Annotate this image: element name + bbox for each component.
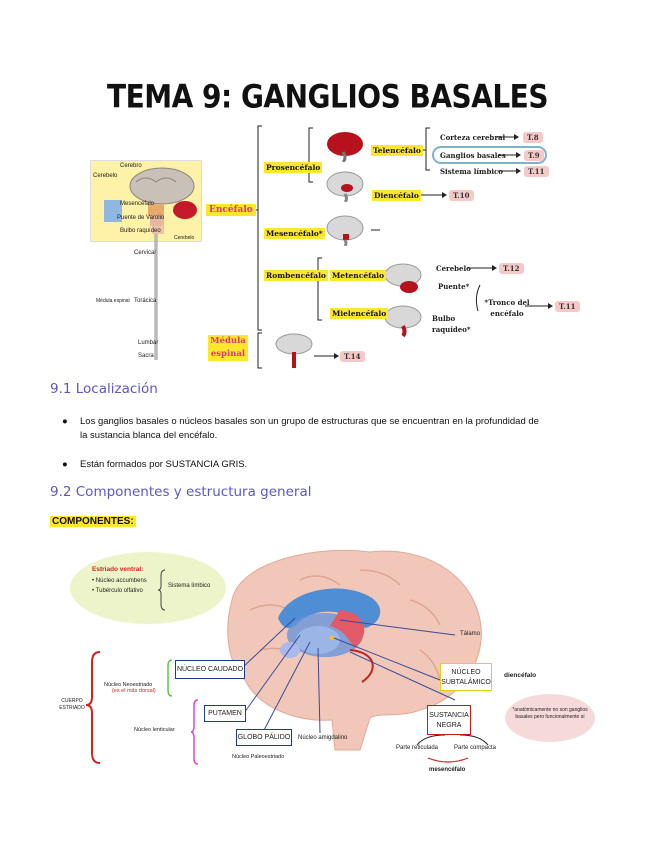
putamen-box: PUTAMEN — [204, 705, 246, 722]
nucleo-caudado-box: NÚCLEO CAUDADO — [175, 660, 245, 679]
bullet-dot: ● — [62, 416, 68, 427]
section-heading-localizacion: 9.1 Localización — [50, 381, 158, 397]
medula-label: Médula espinal — [208, 335, 248, 361]
nucleo-neoestriado-label: Núcleo Neoestriado (es el más dorsal) — [104, 682, 156, 694]
bullet-text-1: Los ganglios basales o núcleos basales s… — [80, 415, 620, 443]
cns-illustration: Cerebro Cerebelo Mesencéfalo Puente de V… — [90, 160, 202, 365]
brain-icon-mielencefalo — [384, 305, 422, 338]
nucleo-neoestriado-sub: (es el más dorsal) — [112, 688, 156, 694]
label-cerebro: Cerebro — [120, 163, 142, 169]
t11-badge-2: T.11 — [555, 301, 580, 312]
label-cerebelo: Cerebelo — [93, 173, 118, 179]
nucleo-subtalamico-box: NÚCLEO SUBTALÁMICO — [440, 663, 492, 691]
t8-badge: T.8 — [523, 132, 543, 143]
estriado-item-2: • Tubérculo olfativo — [92, 588, 143, 594]
label-lumbar: Lumbar — [138, 340, 159, 346]
label-puente: Puente de Varolio — [117, 215, 165, 221]
estriado-item-2-text: Tubérculo olfativo — [95, 588, 143, 594]
label-mesencefalo: Mesencéfalo — [120, 201, 155, 207]
estriado-item-1: • Núcleo accumbens — [92, 578, 147, 584]
label-cerebelo-2: Cerebelo — [174, 235, 195, 241]
nucleo-lenticular-label: Núcleo lenticular — [134, 727, 175, 733]
globo-palido-box: GLOBO PÁLIDO — [236, 729, 292, 746]
bullet-text-2: Están formados por SUSTANCIA GRIS. — [80, 459, 248, 470]
nucleo-amigdalino-label: Núcleo amigdalino — [298, 735, 348, 741]
prosencefalo-label: Prosencéfalo — [264, 162, 323, 173]
encefalo-label: Encéfalo — [206, 204, 256, 216]
brain-icon-medula — [275, 333, 313, 368]
t11-badge: T.11 — [524, 166, 549, 177]
metencefalo-label: Metencéfalo — [330, 270, 387, 281]
label-bulbo: Bulbo raquídeo — [120, 228, 161, 234]
brain-icon-metencefalo — [384, 263, 422, 293]
basal-ganglia-diagram — [70, 549, 595, 765]
talamo-label: Tálamo — [460, 631, 481, 637]
sustancia-negra-box: SUSTANCIA NEGRA — [427, 705, 471, 735]
hierarchy-lines — [250, 125, 553, 369]
brain-icon-diencefalo — [326, 171, 364, 202]
telencefalo-label: Telencéfalo — [371, 145, 423, 156]
label-toracica: Torácica — [134, 298, 157, 304]
t12-badge: T.12 — [499, 263, 524, 274]
diencefalo-label-2: diencéfalo — [504, 672, 537, 679]
label-medula: Médula espinal — [96, 298, 130, 304]
t14-badge: T.14 — [340, 351, 365, 362]
paleoestriado-label: Núcleo Paleoestriado — [232, 754, 285, 760]
nota-label: *anatómicamente no son ganglios basales … — [512, 707, 588, 720]
mesencefalo-label: Mesencéfalo* — [264, 228, 325, 239]
bullet-text-1-line-1: Los ganglios basales o núcleos basales s… — [80, 416, 539, 427]
puente-label: Puente* — [438, 282, 470, 291]
ganglios-label: Ganglios basales — [440, 151, 506, 160]
tronco-label: *Tronco del encéfalo — [484, 298, 530, 318]
t9-badge: T.9 — [524, 150, 544, 161]
bulbo-label: Bulbo raquídeo* — [432, 314, 471, 334]
brain-icon-telencefalo — [327, 132, 363, 162]
page-title: TEMA 9: GANGLIOS BASALES — [107, 77, 548, 116]
bullet-dot: ● — [62, 459, 68, 470]
t10-badge: T.10 — [449, 190, 474, 201]
brain-icon-mesencefalo — [326, 215, 364, 246]
nucleo-neoestriado-title: Núcleo Neoestriado — [104, 682, 153, 688]
limbico-label: Sistema límbico — [440, 167, 503, 176]
cerebelo-label: Cerebelo — [436, 264, 471, 273]
label-cervical: Cervical — [134, 250, 156, 256]
corteza-label: Corteza cerebral — [440, 133, 506, 142]
mesencefalo-label-2: mesencéfalo — [429, 767, 466, 773]
label-sacra: Sacra — [138, 353, 154, 359]
mielencefalo-label: Mielencéfalo — [330, 308, 389, 319]
componentes-label: COMPONENTES: — [50, 516, 136, 527]
section-heading-componentes: 9.2 Componentes y estructura general — [50, 484, 312, 500]
bullet-text-1-line-2: la sustancia blanca del encéfalo. — [80, 430, 218, 441]
cuerpo-estriado-label: CUERPO ESTRIADO — [59, 698, 85, 711]
parte-reticulada-label: Parte reticulada — [396, 745, 439, 751]
rombencefalo-label: Rombencéfalo — [264, 270, 328, 281]
diencefalo-label: Diencéfalo — [372, 190, 421, 201]
estriado-item-1-text: Núcleo accumbens — [95, 578, 147, 584]
estriado-title: Estriado ventral: — [92, 566, 144, 573]
parte-compacta-label: Parte compacta — [454, 745, 497, 751]
sistema-limbico-label: Sistema límbico — [168, 583, 211, 589]
